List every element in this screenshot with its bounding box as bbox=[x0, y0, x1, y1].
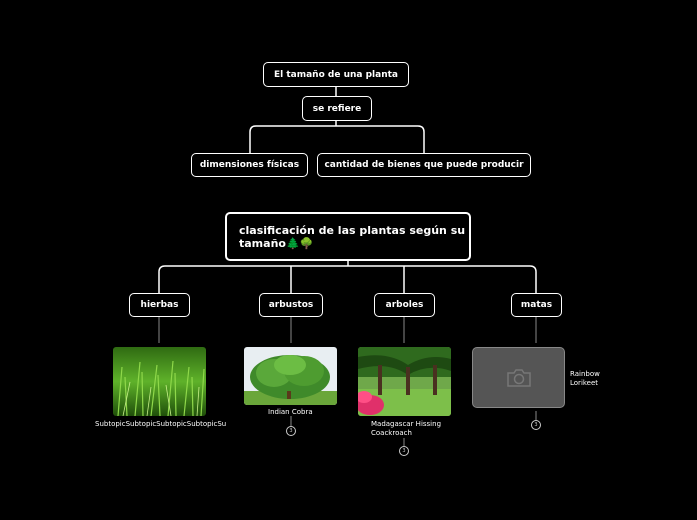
arbustos-node[interactable]: arbustos bbox=[259, 293, 323, 317]
trees-image bbox=[358, 347, 451, 416]
matas-count-badge[interactable]: 3 bbox=[531, 420, 541, 430]
root-node[interactable]: El tamaño de una planta bbox=[263, 62, 409, 87]
classification-node[interactable]: clasificación de las plantas según su ta… bbox=[225, 212, 471, 261]
image-placeholder[interactable] bbox=[472, 347, 565, 408]
hierbas-node[interactable]: hierbas bbox=[129, 293, 190, 317]
hierbas-caption: SubtopicSubtopicSubtopicSubtopicSu bbox=[95, 420, 227, 428]
goods-node[interactable]: cantidad de bienes que puede producir bbox=[317, 153, 531, 177]
arbustos-caption: Indian Cobra bbox=[268, 408, 313, 416]
grass-image bbox=[113, 347, 206, 416]
dimensions-node[interactable]: dimensiones físicas bbox=[191, 153, 308, 177]
arboles-node[interactable]: arboles bbox=[374, 293, 435, 317]
refers-node[interactable]: se refiere bbox=[302, 96, 372, 121]
camera-icon bbox=[506, 368, 531, 387]
arbustos-count-badge[interactable]: 3 bbox=[286, 426, 296, 436]
arboles-caption: Madagascar Hissing Coackroach bbox=[371, 420, 442, 437]
matas-caption: Rainbow Lorikeet bbox=[570, 370, 600, 387]
matas-node[interactable]: matas bbox=[511, 293, 562, 317]
bush-image bbox=[244, 347, 337, 405]
arboles-count-badge[interactable]: 3 bbox=[399, 446, 409, 456]
